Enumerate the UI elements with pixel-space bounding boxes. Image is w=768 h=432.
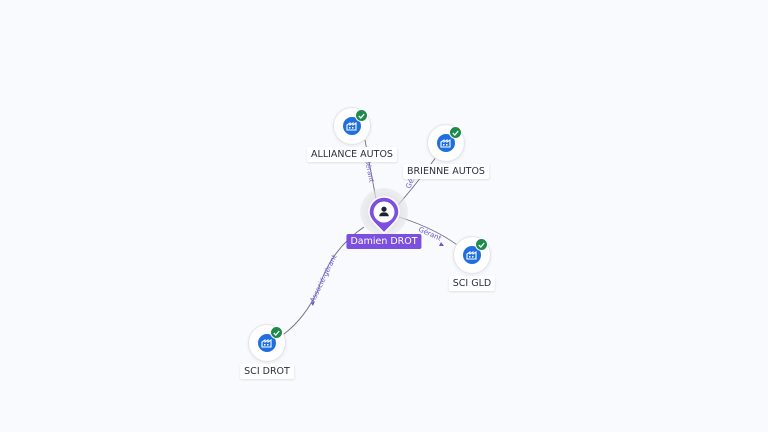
person-icon — [379, 206, 389, 217]
verified-check-icon — [449, 126, 462, 139]
verified-check-icon — [475, 238, 488, 251]
edge-label-sci-drot: Associé-gérant — [309, 253, 339, 304]
building-icon — [343, 117, 361, 135]
verified-check-icon — [270, 326, 283, 339]
person-pin-icon — [368, 196, 400, 235]
verified-check-icon — [355, 109, 368, 122]
company-label: SCI GLD — [448, 276, 496, 291]
building-icon — [258, 334, 276, 352]
person-label: Damien DROT — [346, 234, 422, 249]
company-label: BRIENNE AUTOS — [403, 164, 489, 179]
arrow-sci-drot — [311, 301, 315, 306]
company-label: SCI DROT — [240, 364, 294, 379]
building-icon — [437, 134, 455, 152]
arrow-sci-gld — [439, 242, 444, 246]
building-icon — [463, 246, 481, 264]
company-label: ALLIANCE AUTOS — [307, 147, 397, 162]
